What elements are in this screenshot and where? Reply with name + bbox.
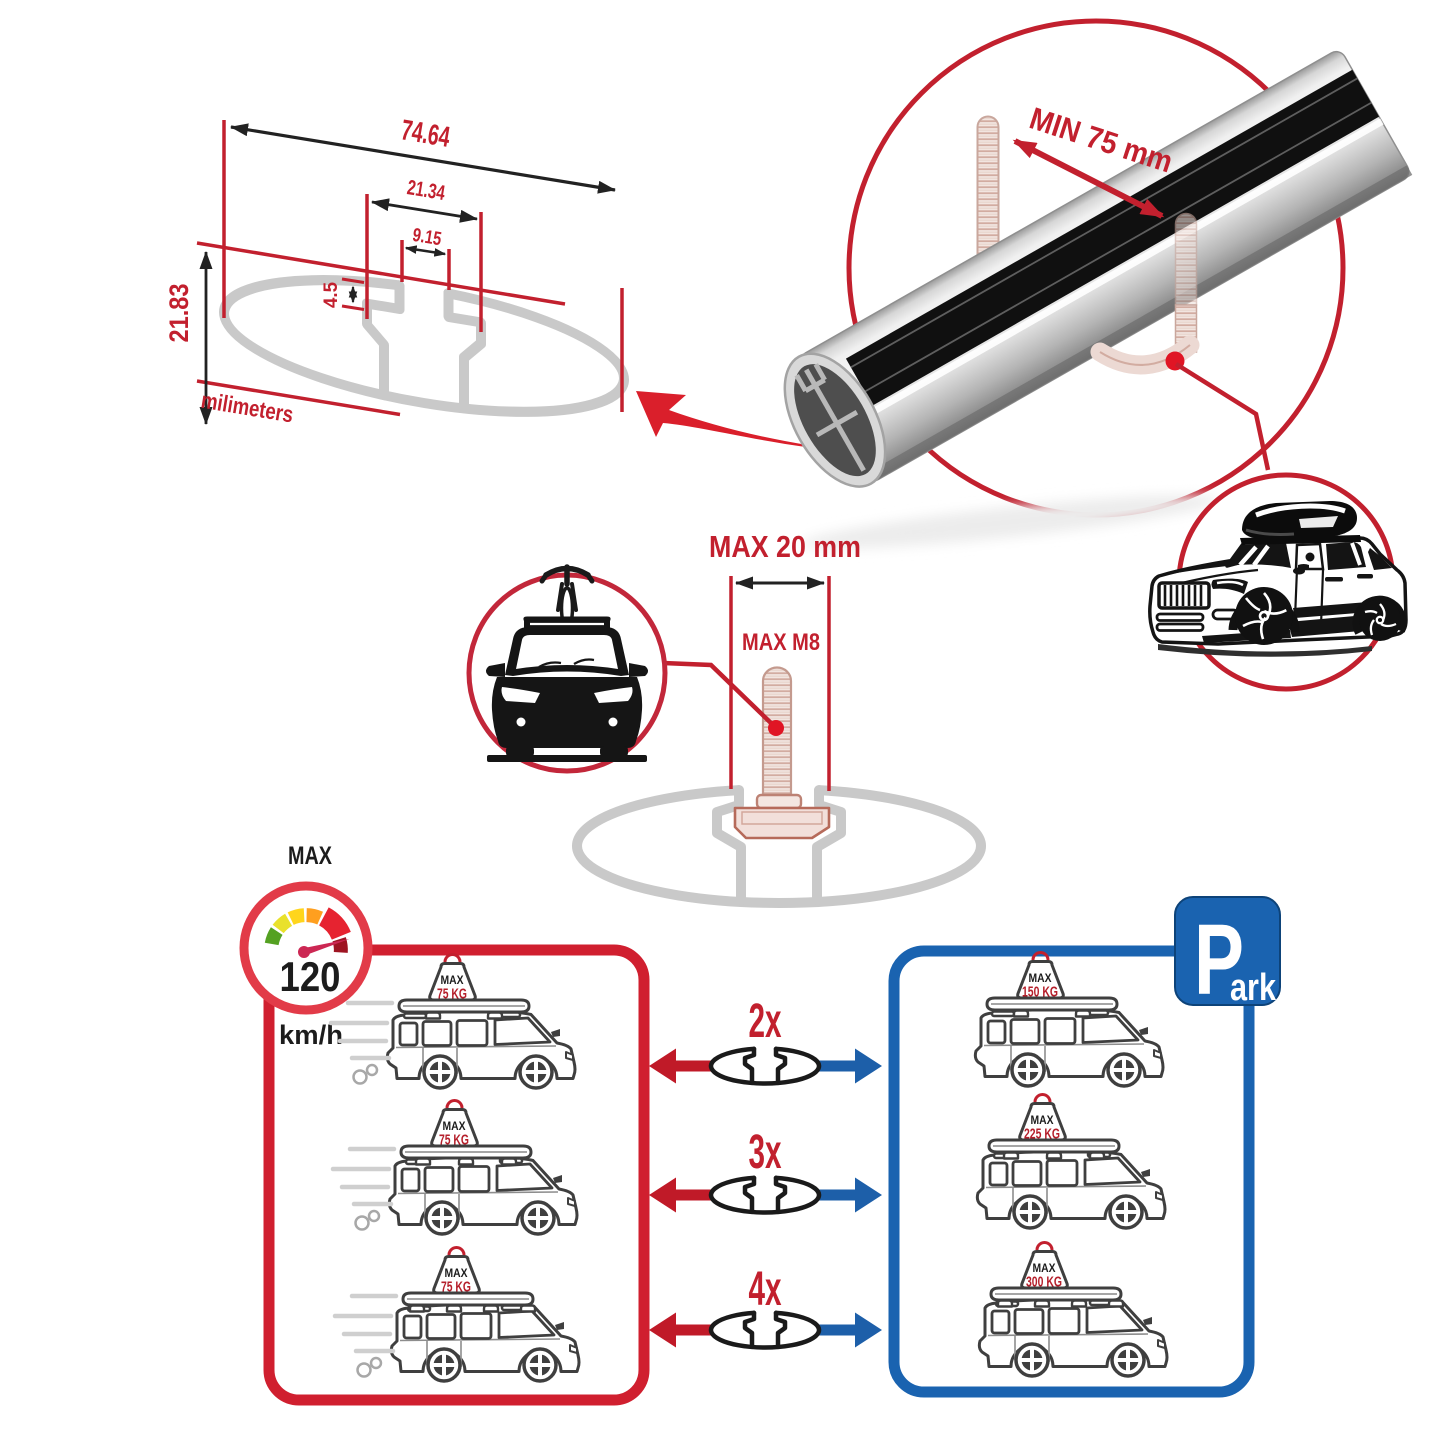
arrow-to-parking xyxy=(819,1312,882,1348)
t-bolt xyxy=(733,666,831,840)
gauge-needle xyxy=(303,938,350,956)
dimension-lip: 4.5 xyxy=(321,277,365,311)
bar-shadow xyxy=(801,495,1219,549)
load-value: 150 KG xyxy=(1022,985,1058,1001)
bar-detail-view: MIN 75 mm xyxy=(783,18,1413,549)
parking-panel: P ark xyxy=(888,896,1281,1398)
bolt-leader-line xyxy=(662,660,774,726)
dimension-width: 74.64 xyxy=(222,114,624,412)
parking-car-1: MAX 150 KG xyxy=(973,950,1165,1088)
arrow-to-driving xyxy=(649,1048,711,1084)
aluminum-bar xyxy=(783,50,1413,488)
suv-illustration xyxy=(1148,501,1408,657)
gauge-arc xyxy=(264,907,351,953)
clamp-span-label: MIN 75 mm xyxy=(1025,101,1177,180)
dim-height-label: 21.83 xyxy=(164,284,194,343)
load-label: MAX xyxy=(1031,1113,1054,1127)
driving-panel xyxy=(263,944,650,1406)
bike-car-view xyxy=(466,564,668,774)
cross-section-icon xyxy=(711,1313,819,1348)
bar-count-row-3x: 3x xyxy=(649,1126,882,1213)
dim-channel-label: 21.34 xyxy=(405,176,446,205)
car-front-silhouette xyxy=(486,616,648,762)
rubber-strip xyxy=(845,69,1380,406)
driving-car-3: MAX 75 KG xyxy=(335,1245,581,1383)
driving-car-2: MAX 75 KG xyxy=(333,1098,579,1236)
load-label: MAX xyxy=(441,973,464,987)
dimension-height: 21.83 xyxy=(164,241,566,425)
load-label: MAX xyxy=(1029,971,1052,985)
bolt-profile-outline xyxy=(572,785,986,908)
technical-drawing: 74.64 21.34 9.15 4.5 21.83 xyxy=(164,114,860,453)
bar-count-label: 3x xyxy=(749,1126,782,1179)
gauge-pivot xyxy=(298,946,310,958)
bolt-max-thread-label: MAX M8 xyxy=(742,629,820,656)
arrow-to-driving xyxy=(649,1312,711,1348)
bar-count-label: 4x xyxy=(749,1263,782,1316)
load-label: MAX xyxy=(445,1266,468,1280)
load-value: 75 KG xyxy=(437,987,467,1003)
dimension-slot: 9.15 xyxy=(400,225,451,290)
connector-lines xyxy=(1174,362,1271,471)
load-value: 75 KG xyxy=(441,1280,471,1296)
load-label: MAX xyxy=(443,1119,466,1133)
load-value: 300 KG xyxy=(1026,1275,1062,1291)
dim-lip-label: 4.5 xyxy=(321,282,342,308)
suv-roofbox-view xyxy=(1148,472,1408,692)
u-bolt-left-leg xyxy=(976,115,1000,266)
load-value: 75 KG xyxy=(439,1133,469,1149)
unit-label: milimeters xyxy=(199,387,295,428)
cross-section-icon xyxy=(711,1049,819,1084)
driving-car-1: MAX 75 KG xyxy=(331,952,577,1090)
load-value: 225 KG xyxy=(1024,1127,1060,1143)
parking-car-2: MAX 225 KG xyxy=(975,1092,1167,1230)
bar-count-label: 2x xyxy=(749,995,782,1048)
bar-end-cross-section xyxy=(783,352,887,488)
cross-section-icon xyxy=(711,1178,819,1213)
gauge-title: MAX xyxy=(288,842,332,870)
parking-sign: P ark xyxy=(1174,896,1281,1016)
u-bolt-right-leg xyxy=(1174,212,1198,306)
bolt-detail-diagram: MAX 20 mm MAX M8 xyxy=(572,529,986,908)
bar-count-row-2x: 2x xyxy=(649,995,882,1084)
driving-panel-border xyxy=(263,944,650,1406)
speed-gauge: MAX 120 km/h xyxy=(239,842,373,1050)
bolt-max-width-label: MAX 20 mm xyxy=(709,529,861,564)
bolt-marker-dot xyxy=(768,720,784,736)
parking-sign-suffix: ark xyxy=(1230,967,1277,1009)
dim-slot-label: 9.15 xyxy=(411,225,443,251)
clamp-span-arrow xyxy=(1012,138,1165,219)
gauge-value: 120 xyxy=(280,953,341,1000)
arrow-to-driving xyxy=(649,1177,711,1213)
parking-sign-letter: P xyxy=(1194,904,1244,1016)
dim-width-label: 74.64 xyxy=(399,114,453,154)
callout-arrow-to-drawing xyxy=(636,391,860,453)
arrow-to-parking xyxy=(819,1177,882,1213)
bar-count-row-4x: 4x xyxy=(649,1263,882,1348)
arrow-to-parking xyxy=(819,1048,882,1084)
parking-car-3: MAX 300 KG xyxy=(977,1240,1169,1378)
parking-panel-border xyxy=(888,945,1255,1398)
load-label: MAX xyxy=(1033,1261,1056,1275)
